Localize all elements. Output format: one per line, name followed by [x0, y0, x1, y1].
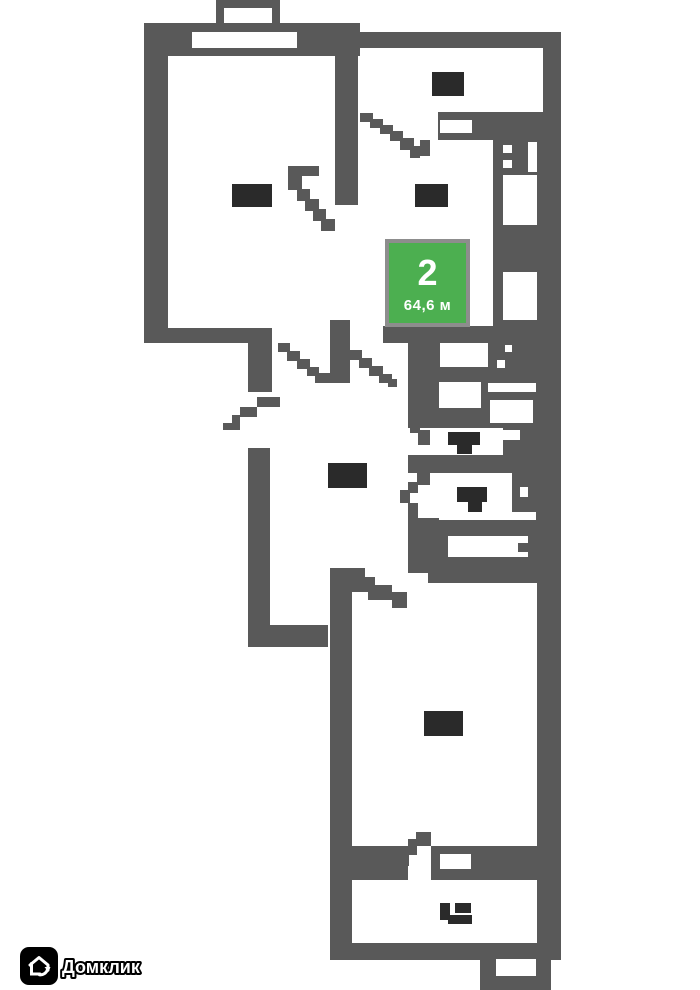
- floor-opening: [505, 345, 512, 352]
- door-swing-segment: [408, 839, 417, 855]
- door-swing-segment: [418, 430, 430, 445]
- floor-opening: [503, 160, 512, 168]
- domclick-wordmark: Домклик: [62, 957, 141, 977]
- floor-opening: [408, 573, 428, 583]
- door-swing-segment: [240, 407, 257, 417]
- fixture: [415, 184, 448, 207]
- door-swing-segment: [370, 119, 383, 128]
- floor-opening: [490, 400, 533, 423]
- door-swing-segment: [408, 482, 418, 493]
- wall-segment: [144, 328, 272, 343]
- floor-opening: [488, 383, 536, 392]
- fixture: [468, 502, 482, 512]
- floor-opening: [408, 428, 418, 455]
- fixture: [424, 711, 463, 736]
- fixture: [448, 432, 480, 445]
- door-swing-segment: [392, 862, 401, 878]
- domclick-house-icon: [20, 947, 58, 985]
- floor-opening: [496, 959, 536, 976]
- fixture: [232, 184, 272, 207]
- door-swing-segment: [416, 832, 431, 846]
- door-swing-segment: [321, 219, 335, 231]
- wall-segment: [408, 343, 561, 567]
- wall-segment: [248, 448, 270, 647]
- door-swing-segment: [287, 351, 300, 361]
- door-swing-segment: [359, 358, 372, 368]
- floor-opening: [448, 536, 528, 557]
- door-swing-segment: [410, 146, 420, 158]
- floor-opening: [440, 854, 471, 869]
- wall-segment: [330, 320, 350, 383]
- badge-rooms-count: 2: [417, 251, 438, 293]
- door-swing-segment: [305, 199, 319, 211]
- wall-segment: [383, 326, 561, 343]
- domclick-logo: Домклик: [20, 946, 158, 986]
- wall-segment: [345, 32, 561, 48]
- wall-segment: [272, 8, 280, 23]
- door-swing-segment: [390, 131, 403, 141]
- badge-area: 64,6 м: [403, 296, 452, 314]
- door-swing-segment: [368, 585, 392, 600]
- floor-opening: [440, 120, 472, 133]
- wall-segment: [543, 32, 561, 121]
- floor-opening: [528, 142, 537, 172]
- fixture: [457, 487, 487, 502]
- wall-segment: [216, 0, 280, 8]
- door-swing-segment: [297, 359, 310, 369]
- door-swing-segment: [417, 472, 430, 485]
- wall-segment: [248, 328, 272, 392]
- door-swing-segment: [315, 373, 330, 383]
- area-badge: 2 64,6 м: [385, 239, 470, 327]
- door-swing-segment: [288, 176, 302, 190]
- door-swing-segment: [388, 379, 397, 387]
- wall-segment: [216, 8, 224, 23]
- door-swing-segment: [360, 113, 373, 122]
- fixture: [448, 915, 472, 924]
- door-swing-segment: [307, 367, 319, 376]
- wall-segment: [248, 625, 328, 647]
- wall-segment: [144, 23, 168, 343]
- fixture: [455, 903, 471, 913]
- wall-segment: [408, 567, 561, 583]
- door-swing-segment: [350, 350, 362, 360]
- fixture: [457, 445, 472, 454]
- floor-opening: [439, 512, 536, 520]
- door-swing-segment: [410, 420, 420, 433]
- floor-opening: [503, 430, 520, 440]
- door-swing-segment: [380, 125, 393, 134]
- fixture: [328, 463, 367, 488]
- floor-opening: [503, 272, 537, 320]
- door-swing-segment: [400, 490, 410, 503]
- floor-opening: [503, 175, 537, 225]
- floor-opening: [439, 382, 481, 408]
- fixture: [440, 903, 450, 920]
- wall-segment: [330, 568, 352, 960]
- door-swing-segment: [288, 166, 319, 176]
- door-swing-segment: [232, 415, 240, 425]
- door-swing-segment: [278, 343, 290, 352]
- wall-segment: [537, 567, 561, 959]
- floor-opening: [224, 8, 272, 23]
- door-swing-segment: [518, 543, 528, 552]
- door-swing-segment: [297, 189, 310, 201]
- wall-segment: [330, 943, 561, 960]
- floor-opening: [192, 32, 297, 48]
- wall-segment: [335, 48, 358, 205]
- floor-opening: [497, 360, 505, 368]
- door-swing-segment: [257, 397, 280, 407]
- floor-opening: [520, 487, 528, 497]
- fixture: [432, 72, 464, 96]
- door-swing-segment: [379, 374, 392, 383]
- wall-segment: [420, 140, 430, 156]
- floor-opening: [503, 145, 512, 153]
- floor-opening: [440, 343, 488, 367]
- door-swing-segment: [223, 423, 240, 430]
- door-swing-segment: [369, 366, 383, 376]
- domclick-wordmark-svg: Домклик: [60, 955, 143, 979]
- door-swing-segment: [400, 852, 409, 866]
- door-swing-segment: [313, 209, 326, 221]
- door-swing-segment: [392, 592, 407, 608]
